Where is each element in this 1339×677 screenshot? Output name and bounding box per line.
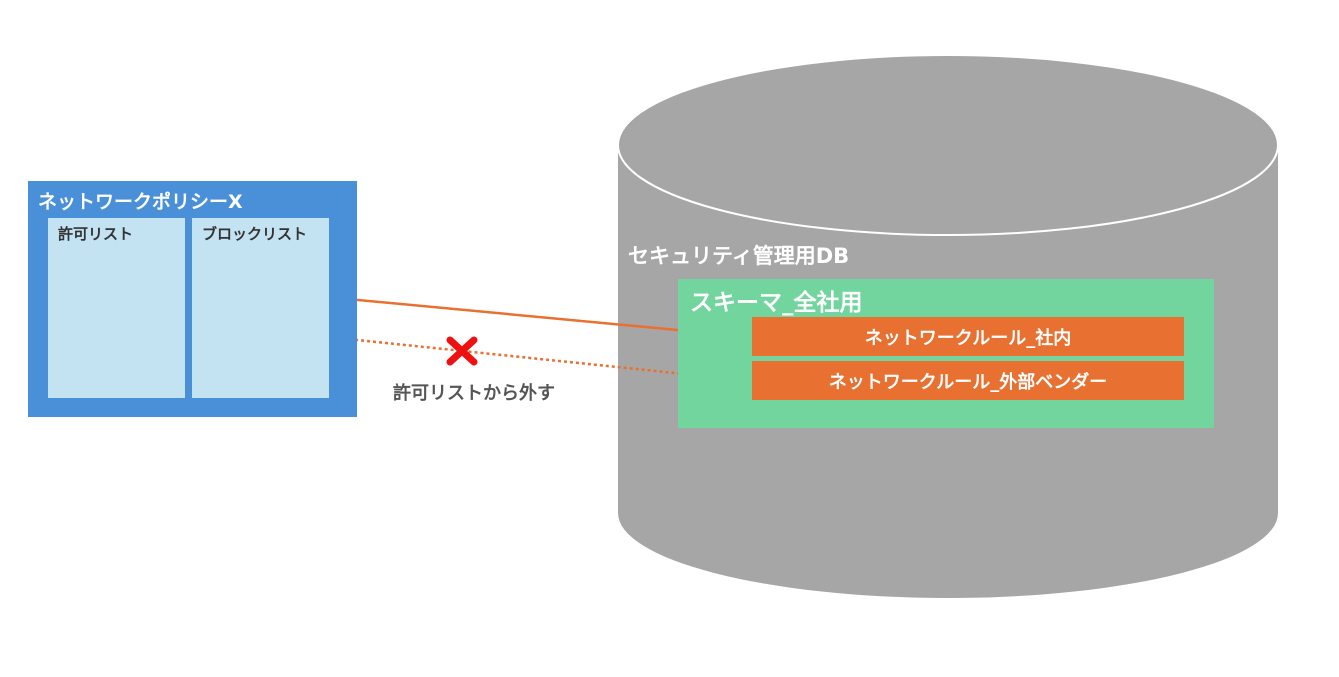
network-rule-external-vendor: ネットワークルール_外部ベンダー	[752, 361, 1184, 400]
allow-list-label: 許可リスト	[58, 225, 134, 243]
network-rule-internal: ネットワークルール_社内	[752, 317, 1184, 356]
allow-list-panel: 許可リスト	[48, 218, 185, 398]
removed-x-icon	[446, 336, 478, 366]
network-policy-x: ネットワークポリシーX 許可リスト ブロックリスト	[28, 181, 357, 417]
network-policy-title: ネットワークポリシーX	[38, 191, 243, 213]
database-bottom	[618, 428, 1278, 598]
schema-label: スキーマ_全社用	[690, 290, 863, 316]
database-top	[617, 54, 1279, 236]
database-label: セキュリティ管理用DB	[628, 244, 850, 268]
remove-from-allow-list-label: 許可リストから外す	[393, 383, 555, 404]
block-list-panel: ブロックリスト	[192, 218, 329, 398]
block-list-label: ブロックリスト	[202, 225, 308, 243]
